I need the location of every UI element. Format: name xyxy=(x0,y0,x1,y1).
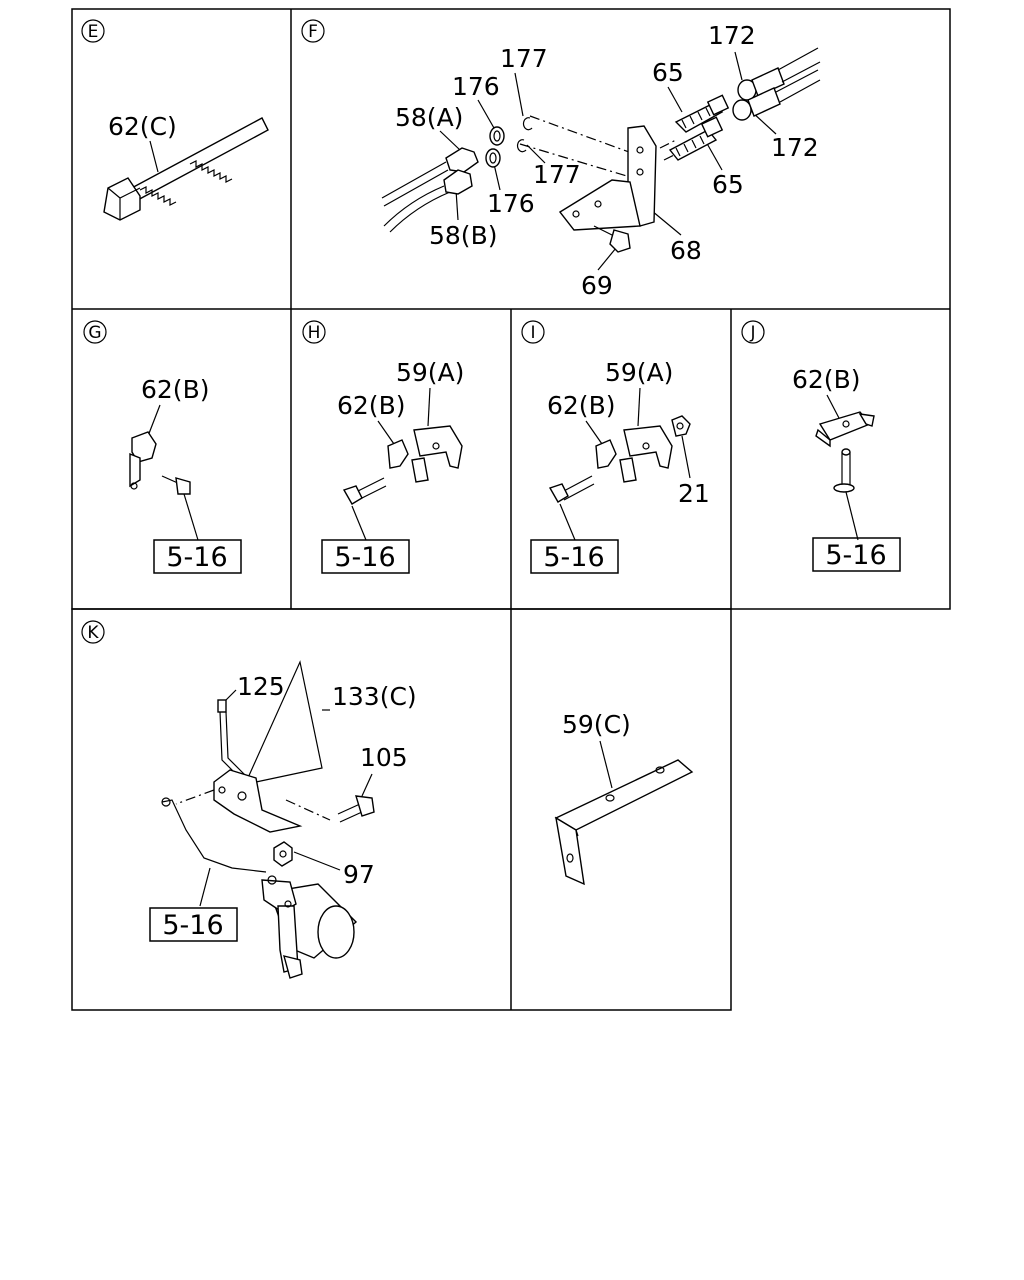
panel-marker-f: F xyxy=(301,19,325,43)
label-69: 69 xyxy=(581,271,613,300)
hose-58-parts xyxy=(381,147,479,233)
washer-176-parts xyxy=(485,126,505,168)
panel-marker-j: J xyxy=(741,320,765,344)
panel-marker-k: K xyxy=(81,620,105,644)
svg-text:H: H xyxy=(308,323,321,343)
stud-part-j xyxy=(833,448,855,493)
nut-172-parts xyxy=(732,47,821,121)
label-59a-h: 59(A) xyxy=(396,358,464,387)
diagram-grid xyxy=(71,8,951,1011)
label-62b-h: 62(B) xyxy=(337,391,405,420)
panel-marker-e: E xyxy=(81,19,105,43)
label-59a-i: 59(A) xyxy=(605,358,673,387)
ref-box-k xyxy=(149,907,238,942)
bracket-59a-part-h xyxy=(413,425,463,469)
ref-label-j: 5-16 xyxy=(825,540,886,571)
nut-21-part xyxy=(671,415,691,437)
label-62c: 62(C) xyxy=(108,112,177,141)
ref-box-h xyxy=(321,539,410,574)
label-97: 97 xyxy=(343,860,375,889)
label-21: 21 xyxy=(678,479,710,508)
svg-text:J: J xyxy=(749,323,755,343)
ref-box-j xyxy=(812,537,901,572)
label-172-top: 172 xyxy=(708,21,756,50)
panel-l: 59(C) xyxy=(554,710,694,886)
panel-i: I 59(A) 62(B) 21 5-16 xyxy=(521,320,710,574)
nut-97-part xyxy=(273,841,293,867)
bolt-part-h xyxy=(342,477,387,505)
label-105: 105 xyxy=(360,743,408,772)
svg-text:F: F xyxy=(308,22,318,42)
svg-text:I: I xyxy=(530,323,535,343)
clip-177-parts xyxy=(516,117,533,153)
cable-tie-part xyxy=(103,117,269,221)
panel-h: H 59(A) 62(B) 5-16 xyxy=(302,320,464,574)
screw-part-g xyxy=(161,475,191,495)
svg-text:E: E xyxy=(88,22,99,42)
panel-g: G 62(B) 5-16 xyxy=(83,320,242,574)
label-172-bottom: 172 xyxy=(771,133,819,162)
label-177-top: 177 xyxy=(500,44,548,73)
label-177-bottom: 177 xyxy=(533,160,581,189)
panel-marker-i: I xyxy=(521,320,545,344)
panel-e: E 62(C) xyxy=(81,19,269,221)
panel-j: J 62(B) 5-16 xyxy=(741,320,901,572)
panel-marker-g: G xyxy=(83,320,107,344)
label-68: 68 xyxy=(670,236,702,265)
motor-part xyxy=(261,875,358,979)
bracket-68-part xyxy=(558,125,657,231)
panel-marker-h: H xyxy=(302,320,326,344)
label-176-top: 176 xyxy=(452,72,500,101)
label-176-bottom: 176 xyxy=(487,189,535,218)
label-65-top: 65 xyxy=(652,58,684,87)
label-133c: 133(C) xyxy=(332,682,417,711)
ref-box-g xyxy=(153,539,242,574)
ref-label-k: 5-16 xyxy=(162,910,223,941)
ref-label-i: 5-16 xyxy=(543,542,604,573)
label-62b-i: 62(B) xyxy=(547,391,615,420)
bracket-59a-part-i xyxy=(623,425,673,469)
label-125: 125 xyxy=(237,672,285,701)
panel-k: K 125 133(C) 105 97 xyxy=(81,620,417,979)
label-62b-j: 62(B) xyxy=(792,365,860,394)
clip-62b-part-h xyxy=(387,439,429,483)
label-58b: 58(B) xyxy=(429,221,497,250)
rod-125-part xyxy=(217,699,247,779)
ref-box-i xyxy=(530,539,619,574)
svg-text:G: G xyxy=(88,323,101,343)
clip-62b-part-g xyxy=(129,431,157,490)
clip-62b-part-i xyxy=(595,439,637,483)
fitting-65-parts xyxy=(668,94,730,161)
bracket-59c-part xyxy=(554,759,694,886)
label-59c: 59(C) xyxy=(562,710,631,739)
svg-text:K: K xyxy=(87,623,99,643)
ref-label-h: 5-16 xyxy=(334,542,395,573)
bolt-105-part xyxy=(337,795,375,823)
label-58a: 58(A) xyxy=(395,103,463,132)
bolt-69-part xyxy=(593,225,631,253)
label-62b-g: 62(B) xyxy=(141,375,209,404)
label-65-bottom: 65 xyxy=(712,170,744,199)
panel-f: F 177 176 58(A) 177 176 58(B) 65 65 172 … xyxy=(301,19,821,300)
bolt-part-i xyxy=(548,475,595,503)
actuator-assembly-part xyxy=(161,769,331,873)
ref-label-g: 5-16 xyxy=(166,542,227,573)
clip-62b-part-j xyxy=(815,411,875,448)
